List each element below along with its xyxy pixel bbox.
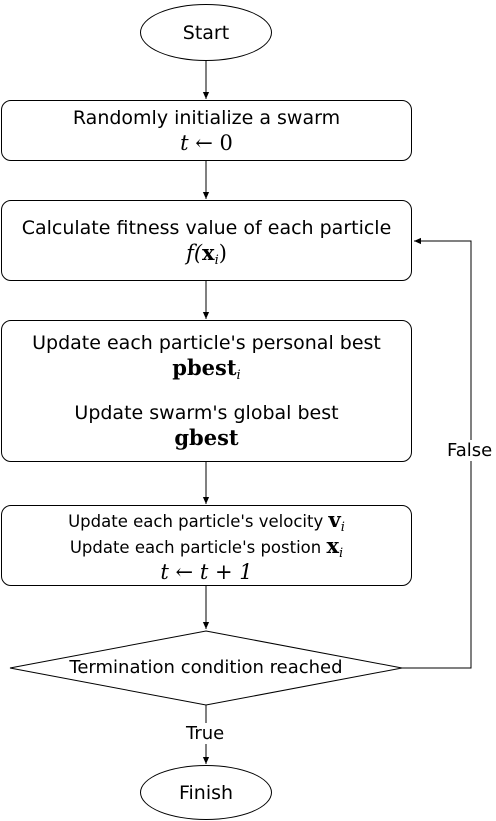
increment-arrow: ← [175,559,194,584]
increment-expr: t + 1 [199,559,253,584]
init-box: Randomly initialize a swarm t ← 0 [1,100,412,161]
update-position-box: Update each particle's velocity vi Updat… [1,505,412,586]
fitness-text: Calculate fitness value of each particle [21,216,392,239]
init-math-arrow: ← [195,130,213,155]
fitness-math-f: f( [186,240,203,265]
pbest-math: pbesti [172,355,241,383]
fitness-box: Calculate fitness value of each particle… [1,200,412,281]
velocity-text: Update each particle's velocity [68,511,324,531]
finish-node: Finish [140,765,272,820]
init-math: t ← 0 [180,130,233,156]
velocity-line: Update each particle's velocity vi [68,506,345,535]
pbest-sub: i [236,368,241,383]
increment-var: t [160,559,169,584]
fitness-math-x: x [202,239,215,265]
fitness-math-close: ) [218,240,227,265]
velocity-math: vi [328,506,345,535]
finish-label: Finish [178,781,234,804]
start-node: Start [140,4,272,61]
true-label: True [184,723,227,744]
position-line: Update each particle's postion xi [69,532,344,561]
velocity-sub: i [340,519,345,535]
false-label: False [445,440,495,461]
position-text: Update each particle's postion [69,537,322,557]
start-label: Start [182,21,230,44]
global-best-text: Update swarm's global best [74,402,339,424]
pbest-symbol: pbest [172,355,237,380]
gbest-math: gbest [174,425,238,451]
position-symbol: x [326,532,340,558]
termination-label: Termination condition reached [69,657,343,678]
fitness-math: f(xi) [186,239,227,268]
personal-best-text: Update each particle's personal best [32,332,381,354]
increment-math: t ← t + 1 [160,559,252,585]
velocity-symbol: v [328,506,341,532]
init-math-var: t [180,130,189,155]
init-math-val: 0 [219,130,233,155]
position-math: xi [326,532,344,561]
position-sub: i [339,545,344,561]
init-text: Randomly initialize a swarm [72,106,341,129]
update-best-box: Update each particle's personal best pbe… [1,320,412,462]
fitness-math-sub: i [214,252,219,268]
gbest-symbol: gbest [174,425,239,450]
